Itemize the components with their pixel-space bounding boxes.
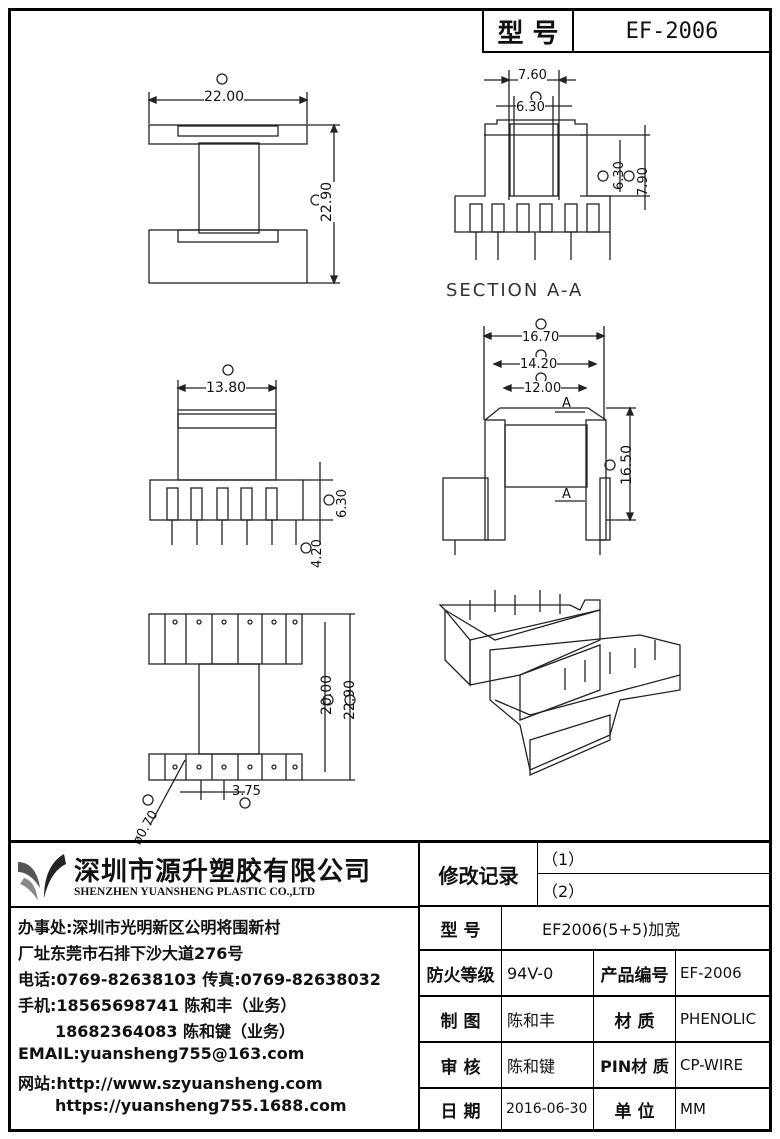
unit-value: MM bbox=[676, 1089, 772, 1129]
product-no-value-text: EF-2006 bbox=[680, 964, 742, 982]
header-model-value-text: EF-2006 bbox=[625, 18, 719, 44]
company-office: 办事处:深圳市光明新区公明将围新村 bbox=[18, 918, 281, 937]
dim-section-h2: 7.90 bbox=[636, 167, 651, 196]
company-phone: 电话:0769-82638103 传真:0769-82638032 bbox=[18, 970, 381, 989]
revision-2: （2） bbox=[538, 874, 772, 905]
dim-side-w1: 16.70 bbox=[522, 330, 560, 345]
fire-label: 防火等级 bbox=[420, 951, 502, 995]
dim-bottom-pitch: 3.75 bbox=[232, 784, 261, 799]
dim-side-w3: 12.00 bbox=[524, 381, 562, 396]
check-label: 审 核 bbox=[420, 1043, 502, 1087]
company-mobile1: 手机:18565698741 陈和丰（业务） bbox=[18, 996, 297, 1015]
unit-label-text: 单 位 bbox=[614, 1101, 655, 1122]
dim-section-h1: 6.30 bbox=[612, 161, 627, 190]
title-block-top bbox=[8, 840, 772, 843]
top-view bbox=[147, 73, 340, 285]
product-no-value: EF-2006 bbox=[676, 951, 772, 995]
row-line-3 bbox=[420, 995, 772, 997]
revision-label-text: 修改记录 bbox=[438, 863, 519, 888]
drawn-value: 陈和丰 bbox=[502, 997, 594, 1041]
pin-material-label-text: PIN材 质 bbox=[600, 1057, 669, 1076]
fire-value-text: 94V-0 bbox=[507, 963, 554, 983]
material-value: PHENOLIC bbox=[676, 997, 772, 1041]
model-value-text: EF2006(5+5)加宽 bbox=[542, 920, 681, 939]
dim-section-w2: 6.30 bbox=[516, 100, 545, 115]
company-website[interactable]: 网站:http://www.szyuansheng.com bbox=[18, 1074, 323, 1093]
material-value-text: PHENOLIC bbox=[680, 1010, 757, 1028]
company-factory: 厂址东莞市石排下沙大道276号 bbox=[18, 944, 244, 963]
header-model-label: 型 号 bbox=[482, 11, 572, 53]
check-label-text: 审 核 bbox=[440, 1057, 481, 1078]
date-label: 日 期 bbox=[420, 1089, 502, 1129]
section-caption: SECTION A-A bbox=[446, 280, 584, 301]
unit-label: 单 位 bbox=[594, 1089, 676, 1129]
fire-value: 94V-0 bbox=[502, 951, 594, 995]
dim-top-width: 22.00 bbox=[204, 89, 245, 105]
row-line-4 bbox=[420, 1041, 772, 1043]
drawn-label: 制 图 bbox=[420, 997, 502, 1041]
row-line-1 bbox=[420, 905, 772, 907]
dim-side-h: 16.50 bbox=[619, 444, 635, 485]
date-value: 2016-06-30 bbox=[502, 1089, 594, 1129]
product-no-label-text: 产品编号 bbox=[600, 965, 669, 986]
dim-front-w: 13.80 bbox=[206, 380, 247, 396]
pin-material-value: CP-WIRE bbox=[676, 1043, 772, 1087]
revision-2-text: （2） bbox=[542, 881, 585, 901]
model-value: EF2006(5+5)加宽 bbox=[502, 907, 772, 949]
dim-bottom-h2: 22.90 bbox=[342, 679, 358, 720]
dim-front-h1: 6.30 bbox=[335, 489, 350, 518]
date-value-text: 2016-06-30 bbox=[506, 1101, 588, 1117]
technical-drawing bbox=[142, 70, 681, 826]
pin-material-label: PIN材 质 bbox=[594, 1043, 676, 1087]
header-model-label-text: 型 号 bbox=[497, 18, 559, 49]
bottom-view bbox=[142, 613, 356, 826]
company-divider bbox=[8, 906, 419, 908]
dim-section-w1: 7.60 bbox=[518, 68, 547, 83]
drawing-frame bbox=[8, 8, 772, 1132]
material-label-text: 材 质 bbox=[614, 1011, 655, 1032]
title-block-divider bbox=[418, 840, 420, 1132]
dim-top-height: 22.90 bbox=[319, 181, 335, 222]
fire-label-text: 防火等级 bbox=[426, 965, 495, 986]
material-label: 材 质 bbox=[594, 997, 676, 1041]
dim-bottom-h1: 20.00 bbox=[319, 674, 335, 715]
company-logo-icon bbox=[18, 854, 66, 900]
check-value: 陈和键 bbox=[502, 1043, 594, 1087]
front-view bbox=[149, 364, 335, 554]
row-line-5 bbox=[420, 1087, 772, 1089]
company-name-en: SHENZHEN YUANSHENG PLASTIC CO.,LTD bbox=[74, 886, 316, 898]
revision-label: 修改记录 bbox=[420, 843, 538, 905]
unit-value-text: MM bbox=[680, 1100, 706, 1118]
cut-label-bottom: A bbox=[562, 487, 571, 502]
cut-label-top: A bbox=[562, 396, 571, 411]
isometric-view bbox=[438, 590, 681, 776]
drawn-value-text: 陈和丰 bbox=[507, 1011, 556, 1030]
date-label-text: 日 期 bbox=[440, 1101, 481, 1122]
company-email[interactable]: EMAIL:yuansheng755@163.com bbox=[18, 1044, 305, 1063]
model-label: 型 号 bbox=[420, 907, 502, 949]
drawn-label-text: 制 图 bbox=[440, 1011, 481, 1032]
check-value-text: 陈和键 bbox=[507, 1057, 556, 1076]
row-line-2 bbox=[420, 949, 772, 951]
revision-1: （1） bbox=[538, 843, 772, 874]
company-name-cn: 深圳市源升塑胶有限公司 bbox=[74, 857, 372, 887]
header-model-value: EF-2006 bbox=[572, 11, 770, 53]
dim-side-w2: 14.20 bbox=[520, 357, 558, 372]
pin-material-value-text: CP-WIRE bbox=[680, 1056, 744, 1074]
side-view bbox=[442, 318, 636, 555]
company-mobile2: 18682364083 陈和键（业务） bbox=[55, 1022, 296, 1041]
dim-front-h2: 4.20 bbox=[310, 539, 325, 568]
product-no-label: 产品编号 bbox=[594, 951, 676, 995]
model-label-text: 型 号 bbox=[440, 920, 481, 941]
revision-1-text: （1） bbox=[542, 850, 585, 869]
company-shop-url[interactable]: https://yuansheng755.1688.com bbox=[55, 1096, 347, 1115]
